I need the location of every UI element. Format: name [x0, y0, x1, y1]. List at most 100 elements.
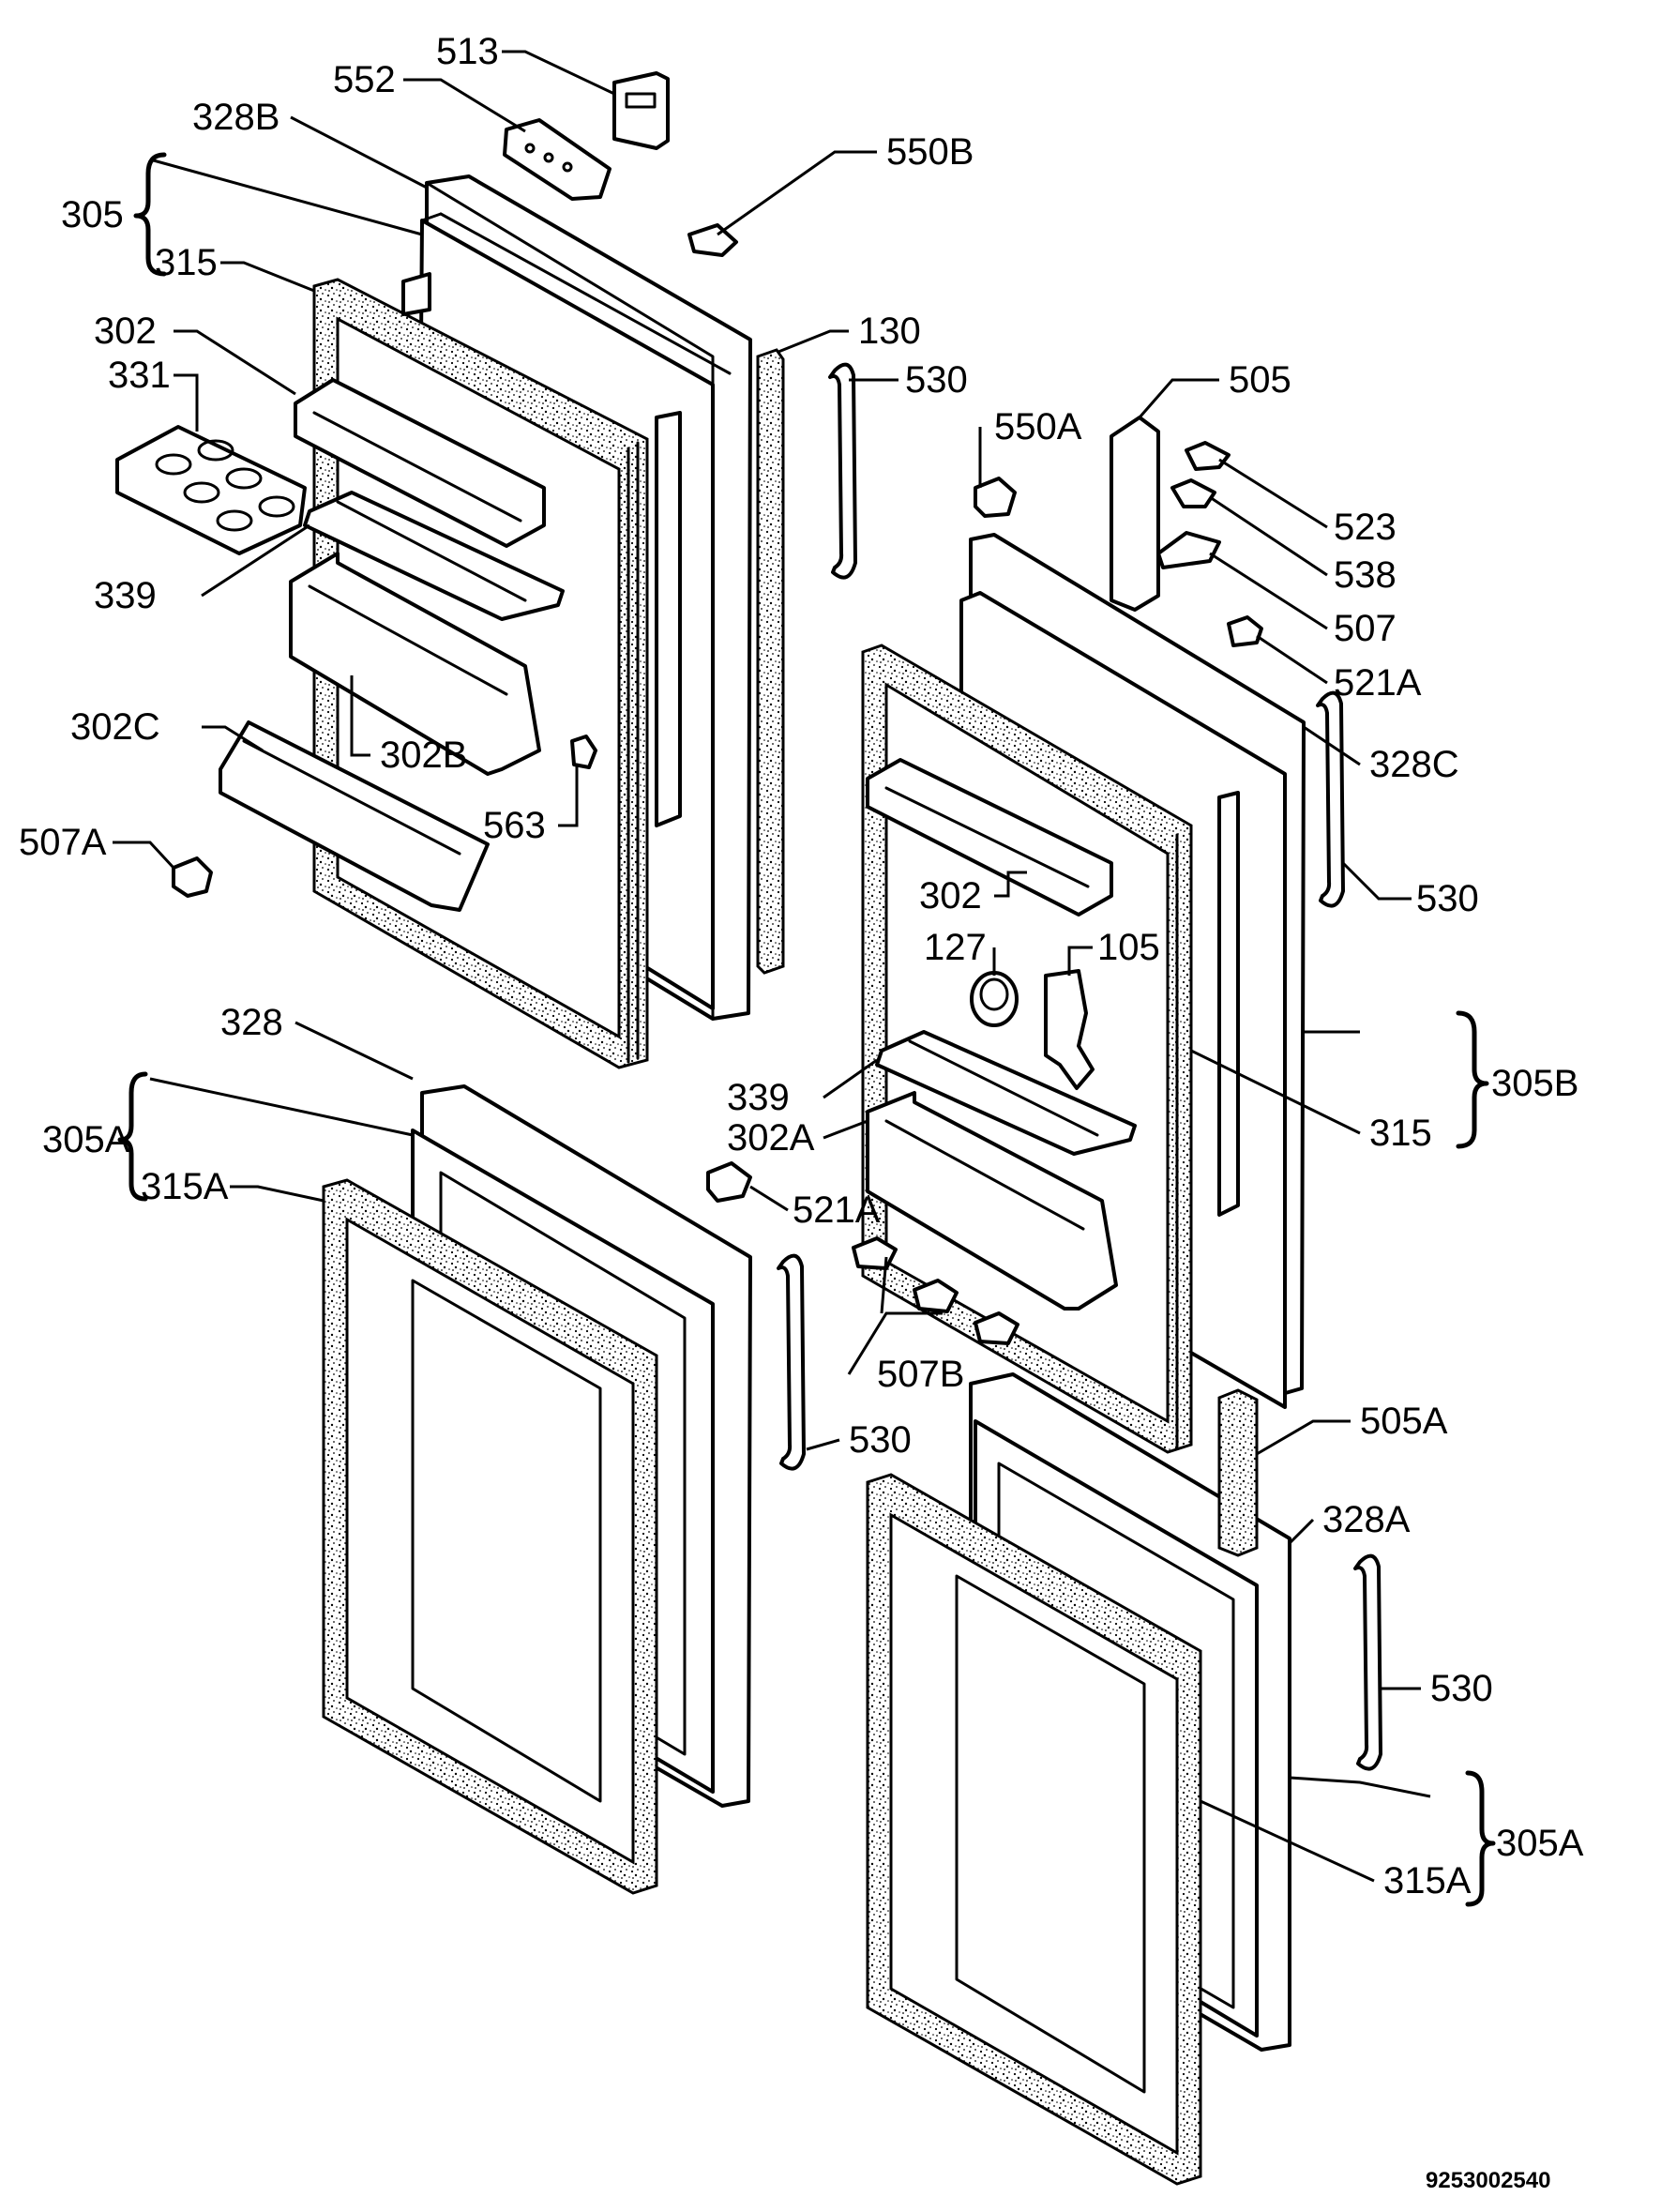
egg-cup-1	[155, 453, 192, 476]
leader-305	[149, 158, 423, 236]
label-105: 105	[1097, 927, 1160, 968]
label-302c: 302C	[70, 706, 160, 748]
label-530-a: 530	[905, 359, 968, 401]
label-328a: 328A	[1322, 1499, 1411, 1540]
leader-507a	[113, 841, 175, 870]
brace-305a-left	[117, 1071, 148, 1202]
egg-cup-5	[216, 509, 253, 532]
label-328c: 328C	[1369, 744, 1459, 785]
top-hinge-parts	[503, 71, 738, 257]
leader-302b	[350, 675, 370, 757]
upper-right-door-assembly	[706, 416, 1345, 1454]
label-550a: 550A	[994, 406, 1082, 447]
shelf-302-left-lip	[312, 411, 522, 523]
label-315-right: 315	[1369, 1113, 1432, 1154]
leader-507b-2	[880, 1256, 888, 1314]
label-328: 328	[220, 1002, 283, 1043]
leader-521a-mid	[749, 1185, 789, 1212]
leader-302c	[202, 725, 264, 752]
label-127: 127	[924, 927, 987, 968]
thermostat-105	[1044, 969, 1095, 1090]
clip-507b-3	[974, 1311, 1019, 1345]
leader-302-left	[174, 329, 296, 396]
pin-563	[570, 735, 597, 769]
frame-strip-505a	[1217, 1388, 1259, 1557]
leader-538	[1209, 495, 1328, 577]
cover-552-hole-2	[543, 152, 554, 163]
cover-552	[503, 118, 612, 201]
cap-521a-top	[1227, 615, 1263, 647]
label-305a-left: 305A	[42, 1119, 130, 1160]
label-130: 130	[858, 311, 921, 352]
leader-530-b	[1341, 861, 1412, 901]
label-521a-mid: 521A	[793, 1189, 881, 1231]
leader-130	[778, 329, 849, 354]
shelf-302-left	[294, 378, 546, 548]
clip-507a	[172, 856, 213, 898]
label-302a: 302A	[727, 1117, 815, 1159]
label-305-top: 305	[61, 194, 124, 235]
document-number: 9253002540	[1426, 2168, 1550, 2193]
leader-315a-right	[1200, 1799, 1375, 1883]
leader-513	[502, 50, 615, 96]
liner-edge-line	[420, 212, 443, 222]
door-gasket-315a-right-inner	[889, 1512, 1179, 2156]
egg-cup-3	[183, 481, 220, 504]
label-331: 331	[108, 355, 171, 396]
leader-328a	[1288, 1518, 1315, 1545]
leader-315-right	[1190, 1049, 1361, 1135]
door-strip	[655, 411, 682, 827]
door-gasket-315a-left-window	[411, 1279, 602, 1803]
hinge-513-slot	[625, 92, 657, 109]
leader-305a-left	[149, 1077, 414, 1137]
leader-105	[1067, 946, 1093, 976]
grouping-braces	[117, 152, 1496, 1907]
leader-552	[403, 78, 526, 133]
leader-315	[220, 261, 315, 293]
leader-302-right	[994, 871, 1027, 898]
leader-302a	[823, 1119, 868, 1140]
egg-cup-6	[258, 495, 295, 518]
bottle-shelf-302a-lip	[884, 1119, 1085, 1231]
door-gasket-315a-left-inner	[345, 1217, 635, 1865]
label-507a: 507A	[19, 822, 107, 863]
liner-edge-line-2	[439, 212, 732, 375]
label-302-right: 302	[919, 875, 982, 917]
cap-550b	[687, 223, 738, 257]
leader-521a-top	[1256, 634, 1328, 685]
label-315a-left: 315A	[141, 1166, 229, 1207]
label-339-right: 339	[727, 1077, 790, 1118]
label-302b: 302B	[380, 735, 467, 776]
brace-305a-right	[1465, 1770, 1496, 1907]
butter-dish-302c-edge	[242, 739, 461, 856]
door-strip-right	[1217, 791, 1240, 1217]
frame-strip-505	[1110, 416, 1160, 612]
rack-339-left-slats	[336, 500, 527, 602]
leader-507	[1209, 552, 1328, 630]
label-513: 513	[436, 31, 499, 72]
leader-505a	[1256, 1419, 1351, 1456]
label-305b: 305B	[1491, 1063, 1578, 1104]
handle-530-d	[1353, 1553, 1382, 1771]
label-523: 523	[1334, 507, 1397, 548]
leader-339-right	[823, 1058, 878, 1099]
leader-339-left	[201, 523, 310, 598]
label-507b: 507B	[877, 1354, 964, 1395]
handle-530-b	[1316, 690, 1345, 908]
label-507: 507	[1334, 608, 1397, 649]
label-530-d: 530	[1430, 1668, 1493, 1709]
egg-tray-331	[115, 425, 307, 555]
hinge-538	[1170, 478, 1216, 508]
lower-left-door-assembly	[322, 1084, 806, 1895]
butter-dish-302c	[219, 720, 490, 912]
rack-339-right-slats	[908, 1039, 1099, 1137]
label-328b: 328B	[192, 97, 279, 138]
leader-lines	[113, 50, 1431, 1883]
shelf-302-right-lip	[884, 786, 1090, 888]
clip-507b-2	[913, 1279, 959, 1313]
handle-530-c	[777, 1253, 806, 1471]
lower-right-door-assembly	[866, 1372, 1382, 2186]
label-302-left: 302	[94, 311, 157, 352]
center-parts	[756, 348, 1017, 975]
